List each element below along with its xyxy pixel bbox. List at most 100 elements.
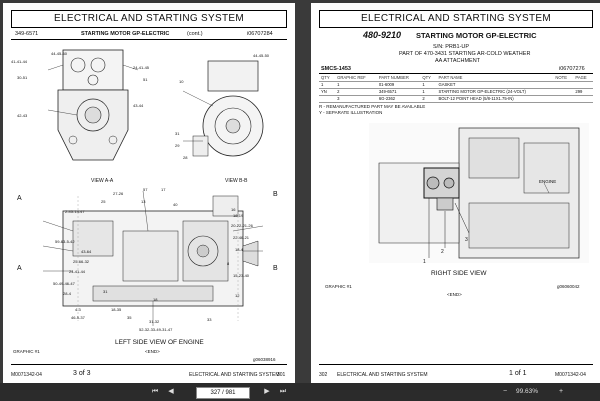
note: R - REMANUFACTURED PART MAY BE AVAILABLE [319, 104, 426, 109]
next-page-icon[interactable]: ▶ [264, 388, 270, 395]
column-header: GRAPHIC REF [335, 75, 377, 82]
callout: 15-23-40 [233, 273, 250, 278]
part-title: STARTING MOTOR GP-ELECTRIC [416, 31, 537, 40]
first-page-icon[interactable]: ⏮ [151, 388, 159, 395]
cell: 1 [335, 81, 377, 89]
engine-side-view-drawing [43, 191, 263, 326]
view-bb-drawing [183, 60, 264, 157]
cell [553, 81, 574, 89]
footer-divider [319, 364, 593, 365]
section-title: STARTING MOTOR GP-ELECTRIC [81, 31, 170, 37]
zoom-in-icon[interactable]: + [558, 388, 564, 395]
column-header: PART NAME [436, 75, 554, 82]
doc-number: M0071342-04 [555, 372, 586, 378]
section-marker: A [17, 265, 22, 272]
section-marker: A [17, 195, 22, 202]
column-header: PAGE [573, 75, 593, 82]
view-caption: RIGHT SIDE VIEW [431, 270, 487, 277]
callout: 22-46-21 [233, 235, 250, 240]
note: Y - SEPARATE ILLUSTRATION [319, 110, 383, 115]
callout-engine: ENGINE [539, 179, 557, 184]
callout: 18-4 [235, 247, 244, 252]
footer-divider [11, 364, 287, 365]
left-page: ELECTRICAL AND STARTING SYSTEM 349-6571 … [3, 3, 295, 383]
part-of: PART OF 470-3431 STARTING AR-COLD WEATHE… [399, 51, 531, 57]
callout: 29 [175, 143, 180, 148]
prev-page-icon[interactable]: ◀ [168, 388, 174, 395]
callout: 31 [175, 131, 180, 136]
callout: 59-63-5-42 [55, 239, 75, 244]
section-marker: B [273, 265, 278, 272]
zoom-level[interactable]: 99.63% [516, 388, 539, 395]
table-row: 3 6G-2362 2 BOLT-12 POINT HEAD (5/8-11X1… [319, 95, 593, 103]
page-number-input[interactable]: 327 / 981 [196, 387, 250, 399]
callout: 3 [465, 237, 468, 243]
callout: 31-32 [149, 319, 160, 324]
callout: 10 [179, 79, 184, 84]
end-marker: <END> [145, 349, 160, 354]
view-bb-label: VIEW B-B [225, 178, 248, 184]
cell [553, 95, 574, 103]
callout: 25 [101, 199, 106, 204]
cell: STARTING MOTOR GP-ELECTRIC (24-VOLT) [436, 88, 554, 96]
callout: 41-41-44 [11, 59, 28, 64]
callout: 28 [183, 155, 188, 160]
page-header: ELECTRICAL AND STARTING SYSTEM [11, 10, 287, 28]
image-id: i06707284 [247, 31, 273, 37]
continued-note: (cont.) [187, 31, 203, 37]
smcs-code: SMCS-1453 [321, 66, 351, 72]
page-count: 1 of 1 [509, 370, 527, 377]
callout: 16 [231, 207, 236, 212]
graphic-label: GRAPHIC #1 [13, 349, 40, 354]
parts-table: QTY GRAPHIC REF PART NUMBER QTY PART NAM… [319, 75, 593, 103]
right-page: ELECTRICAL AND STARTING SYSTEM 480-9210 … [311, 3, 600, 383]
divider [11, 39, 287, 40]
page-number: 302 [319, 372, 328, 378]
footer-title: ELECTRICAL AND STARTING SYSTEM [337, 372, 428, 378]
section-marker: B [273, 191, 278, 198]
callout: 24-41-44 [69, 269, 86, 274]
column-header: QTY [319, 75, 336, 82]
column-header: QTY [420, 75, 437, 82]
table-row: YN 2 349-6571 1 STARTING MOTOR GP-ELECTR… [319, 88, 593, 96]
callout: 43-64 [81, 249, 92, 254]
callout: 30-51 [17, 75, 28, 80]
cell: 2 [335, 88, 377, 96]
callout: 2 [441, 249, 444, 255]
callout: 28-4 [63, 291, 72, 296]
callout: 52-32-33-49-31-47 [139, 327, 173, 332]
callout: 35 [127, 315, 132, 320]
callout: 17 [161, 187, 166, 192]
cell: BOLT-12 POINT HEAD (5/8-11X1.75-IN) [436, 95, 554, 103]
graphic-label: GRAPHIC #1 [325, 284, 352, 289]
cell [319, 95, 336, 103]
footer-title: ELECTRICAL AND STARTING SYSTEM [189, 372, 280, 378]
last-page-icon[interactable]: ⏭ [279, 388, 287, 395]
callout: 44-45-60 [51, 51, 68, 56]
callout: 1 [423, 259, 426, 265]
graphic-id: g06060042 [557, 284, 580, 289]
zoom-out-icon[interactable]: − [502, 388, 508, 395]
attachment: AA ATTACHMENT [435, 58, 481, 64]
cell: 6G-2362 [376, 95, 421, 103]
callout: 50-49-46-47 [53, 281, 75, 286]
callout: 46-5-37 [71, 315, 85, 320]
callout: 51 [143, 77, 148, 82]
cell: 3 [335, 95, 377, 103]
callout: 31 [103, 289, 108, 294]
view-aa-label: VIEW A-A [91, 178, 114, 184]
callout: 40 [173, 202, 178, 207]
serial-range: S/N: PRB1-UP [433, 44, 470, 50]
cell [553, 88, 574, 96]
callout: 18-35 [111, 307, 122, 312]
part-number: 480-9210 [363, 30, 402, 40]
end-marker: <END> [447, 292, 462, 297]
view-aa-drawing [47, 49, 139, 161]
column-header: PART NUMBER [376, 75, 421, 82]
callout: 33 [207, 317, 212, 322]
right-side-view-drawing [369, 123, 589, 263]
page-number: 301 [277, 372, 286, 378]
cell [573, 81, 593, 89]
cell: 1 [420, 88, 437, 96]
callout: 4-3 [75, 307, 81, 312]
